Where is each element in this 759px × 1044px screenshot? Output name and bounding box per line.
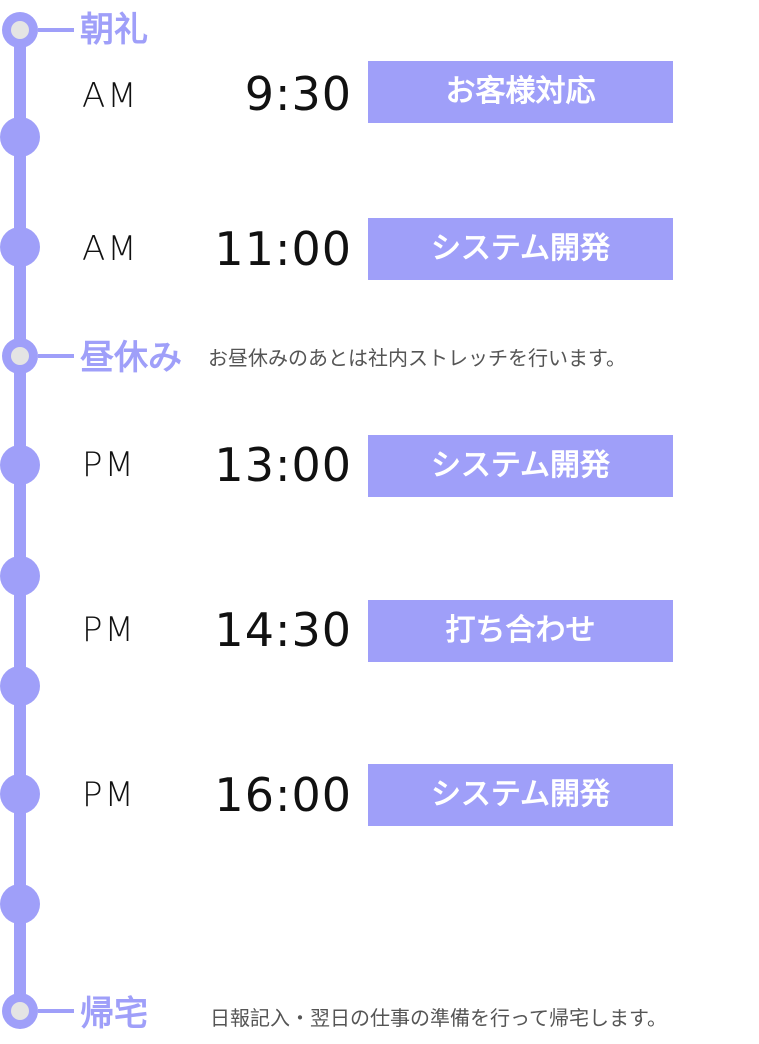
event-box: 打ち合わせ <box>368 600 673 662</box>
milestone-connector <box>38 1009 74 1013</box>
timeline-dot <box>0 774 40 814</box>
time-label: 16:00 <box>214 768 352 822</box>
ampm-label: PM <box>82 610 136 650</box>
ampm-label: PM <box>82 445 136 485</box>
timeline-dot <box>0 666 40 706</box>
event-box: システム開発 <box>368 764 673 826</box>
milestone-marker-inner <box>11 21 29 39</box>
milestone-marker-lunch <box>2 338 38 374</box>
time-label: 14:30 <box>214 603 352 657</box>
time-label: 11:00 <box>214 222 352 276</box>
event-box: システム開発 <box>368 218 673 280</box>
milestone-connector <box>38 354 74 358</box>
ampm-label: PM <box>82 775 136 815</box>
milestone-note-lunch: お昼休みのあとは社内ストレッチを行います。 <box>208 346 626 370</box>
milestone-connector <box>38 28 74 32</box>
milestone-marker-morning <box>2 12 38 48</box>
timeline-dot <box>0 445 40 485</box>
milestone-label-lunch: 昼休み <box>80 338 182 378</box>
milestone-label-morning: 朝礼 <box>80 10 148 50</box>
timeline-dot <box>0 556 40 596</box>
milestone-marker-inner <box>11 347 29 365</box>
event-box: システム開発 <box>368 435 673 497</box>
time-label: 13:00 <box>214 438 352 492</box>
milestone-note-home: 日報記入・翌日の仕事の準備を行って帰宅します。 <box>210 1006 667 1030</box>
time-label: 9:30 <box>244 67 352 121</box>
timeline-dot <box>0 117 40 157</box>
milestone-label-home: 帰宅 <box>80 994 148 1034</box>
ampm-label: AM <box>82 229 139 269</box>
timeline-dot <box>0 884 40 924</box>
event-box: お客様対応 <box>368 61 673 123</box>
timeline-line <box>14 28 26 1012</box>
milestone-marker-inner <box>11 1002 29 1020</box>
milestone-marker-home <box>2 993 38 1029</box>
ampm-label: AM <box>82 76 139 116</box>
timeline-dot <box>0 227 40 267</box>
